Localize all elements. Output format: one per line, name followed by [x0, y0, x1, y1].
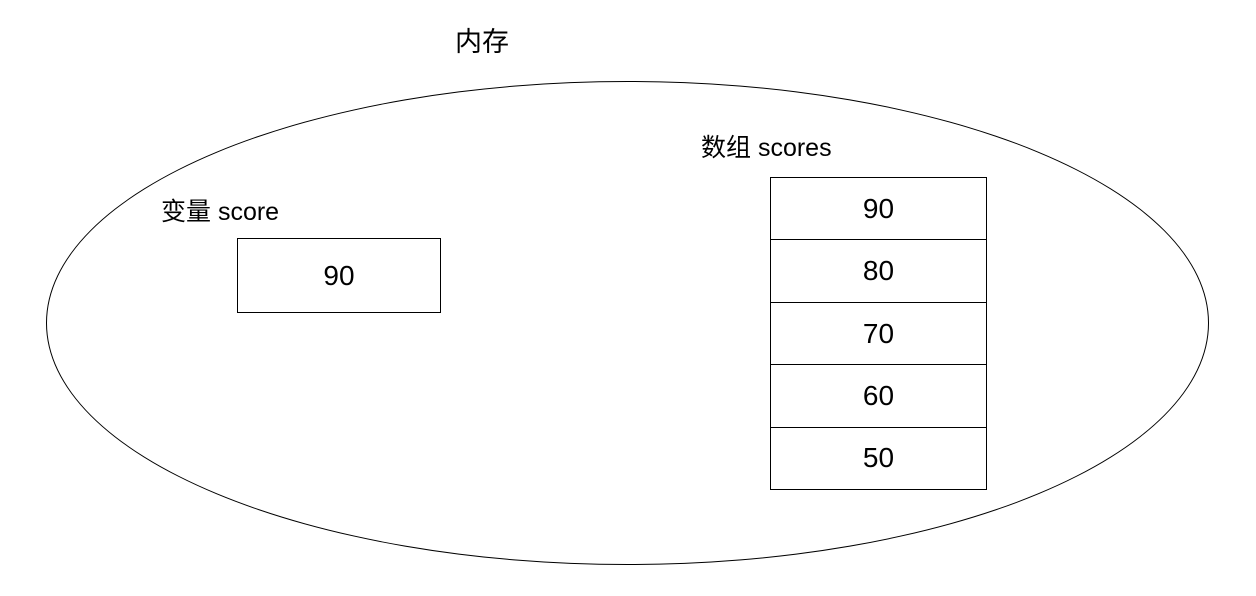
- variable-value: 90: [323, 259, 355, 291]
- array-label: 数组 scores: [701, 134, 832, 162]
- memory-ellipse: [46, 81, 1209, 565]
- array-cell: 50: [862, 442, 895, 474]
- array-cell: 60: [771, 365, 986, 428]
- variable-label: 变量 score: [161, 198, 280, 226]
- memory-title: 内存: [455, 27, 509, 57]
- array-cell: 80: [771, 240, 986, 303]
- variable-box: 90: [237, 238, 441, 313]
- array-cell: 90: [771, 178, 986, 241]
- array-cell: 70: [771, 303, 986, 366]
